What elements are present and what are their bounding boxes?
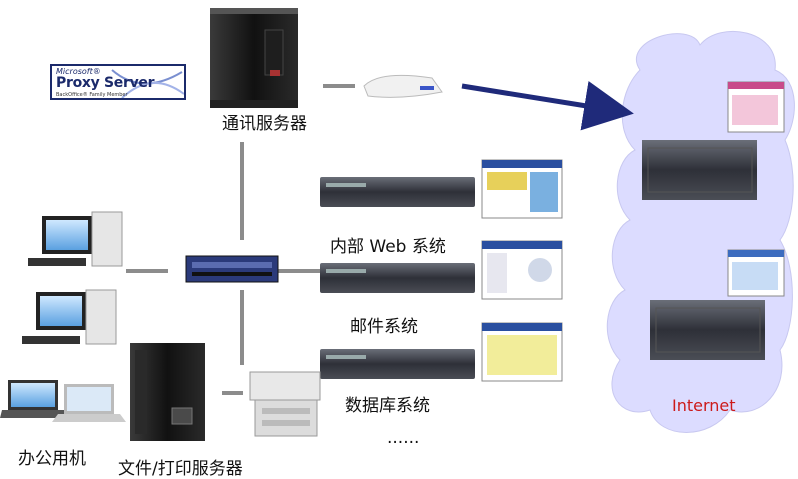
web-server-rack: [320, 177, 475, 207]
label-db-system: 数据库系统: [345, 396, 430, 416]
db-screenshot: [481, 322, 563, 382]
internet-server-bottom: [650, 300, 765, 360]
router-device: [363, 74, 443, 98]
label-web-system: 内部 Web 系统: [330, 237, 446, 257]
comm-server-tower: [210, 8, 298, 108]
internet-webpage-bottom: [727, 249, 785, 297]
file-print-server-tower: [130, 343, 205, 441]
logo-family: BackOffice® Family Member: [56, 92, 128, 98]
desktop-pc-1: [28, 211, 123, 267]
label-ellipsis: ......: [387, 428, 420, 448]
logo-swirl-icon: [111, 69, 184, 98]
internet-webpage-top: [727, 81, 785, 133]
label-office-pcs: 办公用机: [18, 449, 86, 469]
connection-lines: [126, 84, 355, 395]
label-file-print-server: 文件/打印服务器: [118, 459, 243, 479]
label-comm-server: 通讯服务器: [222, 114, 307, 134]
db-server-rack: [320, 349, 475, 379]
label-internet: Internet: [672, 396, 736, 415]
network-switch: [185, 255, 279, 283]
laptops: [0, 380, 126, 422]
mail-server-rack: [320, 263, 475, 293]
logo-brand: Microsoft®: [56, 67, 101, 76]
desktop-pc-2: [22, 289, 117, 345]
internet-server-top: [642, 140, 757, 200]
internet-arrow: [461, 80, 634, 131]
web-screenshot: [481, 159, 563, 219]
printer: [249, 371, 321, 437]
logo-product: Proxy Server: [56, 75, 155, 91]
proxy-server-logo: Microsoft® Proxy Server BackOffice® Fami…: [50, 64, 186, 100]
mail-screenshot: [481, 240, 563, 300]
label-mail-system: 邮件系统: [350, 317, 418, 337]
